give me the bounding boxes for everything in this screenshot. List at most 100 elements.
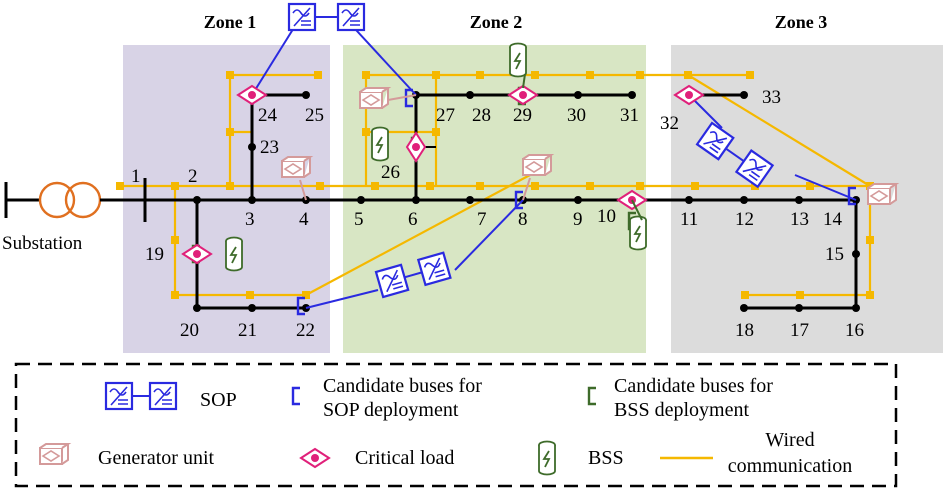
bus-13-label: 13 [790,209,809,230]
bus-9-node [574,196,582,204]
bss-10-link [631,199,643,221]
bus-19-label: 19 [145,244,164,265]
bus-18-node [740,304,748,312]
comm-node [362,71,370,79]
comm-node [116,182,124,190]
legend-bss-candidate-label-1: Candidate buses for [614,375,773,397]
bus-20-label: 20 [180,320,199,341]
legend-sop-label: SOP [200,389,237,411]
bus-9-label: 9 [573,209,583,230]
bus-33-node [740,91,748,99]
generator-8-link [522,177,531,201]
bus-29-label: 29 [513,105,532,126]
bus-7-label: 7 [477,209,487,230]
bus-12-node [740,196,748,204]
comm-node [866,291,874,299]
legend-wired-label-1: Wired [765,429,814,451]
comm-node [246,291,254,299]
bss-29-link [522,73,526,89]
legend-critical-label: Critical load [355,447,454,469]
bus-7-node [466,196,474,204]
legend-bss-candidate-icon [587,386,596,406]
bus-3-label: 3 [245,209,255,230]
sop-unit-top-1 [287,2,317,32]
sop-unit-right-group [695,121,774,188]
legend-sop-icon-1 [104,381,134,411]
legend-sop-candidate-label-1: Candidate buses for [323,375,482,397]
sop-mid-link [404,271,423,279]
sop-link-14 [794,174,857,201]
bus-6-label: 6 [408,209,418,230]
substation-label: Substation [2,233,83,254]
comm-node [302,291,310,299]
legend-bss-candidate-label-2: BSS deployment [614,399,749,421]
sop-unit-top-2 [336,2,366,32]
comm-node [476,71,484,79]
bus-30-node [574,91,582,99]
legend-bss-icon [538,440,556,476]
sop-candidate-bracket [847,186,856,206]
legend-sop-icon-2 [148,381,178,411]
transformer-coil-1 [38,181,76,219]
legend-bss-label: BSS [588,447,624,469]
bus-31-label: 31 [620,105,639,126]
bus-31-node [628,91,636,99]
bss-unit [225,236,243,272]
bss-unit [629,215,647,251]
comm-node [586,182,594,190]
generator-27-link [387,94,417,101]
bus-5-node [357,196,365,204]
comm-node [432,71,440,79]
comm-node [316,182,324,190]
bus-17-label: 17 [790,320,809,341]
bus-26-label: 26 [381,162,400,183]
comm-node [432,128,440,136]
comm-node [226,128,234,136]
sop-unit-mid-1 [374,263,410,299]
comm-node [371,182,379,190]
bus-22-label: 22 [296,320,315,341]
comm-node [226,182,234,190]
bus-11-label: 11 [680,209,698,230]
comm-node [314,71,322,79]
bus-20-node [193,304,201,312]
bus-33-label: 33 [762,87,781,108]
bus-32-label: 32 [660,113,679,134]
bus-8-label: 8 [518,209,528,230]
sop-unit-mid-2 [417,251,452,286]
zone-1-title: Zone 1 [204,12,257,32]
transformer-coil-2 [64,181,102,219]
bus-28-node [466,91,474,99]
bus-11-node [685,196,693,204]
comm-node [636,71,644,79]
bus-2-node [193,196,201,204]
bus-15-label: 15 [825,244,844,265]
bus-16-label: 16 [845,320,864,341]
comm-node [586,71,594,79]
bus-17-node [795,304,803,312]
comm-node [476,182,484,190]
comm-node [362,128,370,136]
comm-node [691,182,699,190]
bus-2-label: 2 [188,166,198,187]
zone-2-title: Zone 2 [470,12,523,32]
bus-30-label: 30 [567,105,586,126]
bss-unit [509,42,527,78]
bus-14-label: 14 [823,209,843,230]
comm-node [171,236,179,244]
bss-unit [371,126,389,162]
comm-node [171,291,179,299]
bus-16-node [852,304,860,312]
bus-10-label: 10 [597,206,616,227]
sop-link-8 [454,199,524,271]
comm-node [226,71,234,79]
legend-sop-candidate-icon [291,386,300,406]
comm-node [636,182,644,190]
bus-12-label: 12 [735,209,754,230]
bus-3-node [248,196,256,204]
comm-node [806,182,814,190]
comm-node [684,71,692,79]
comm-node [426,182,434,190]
sop-candidate-bracket [514,190,523,210]
sop-link-22 [305,289,379,309]
